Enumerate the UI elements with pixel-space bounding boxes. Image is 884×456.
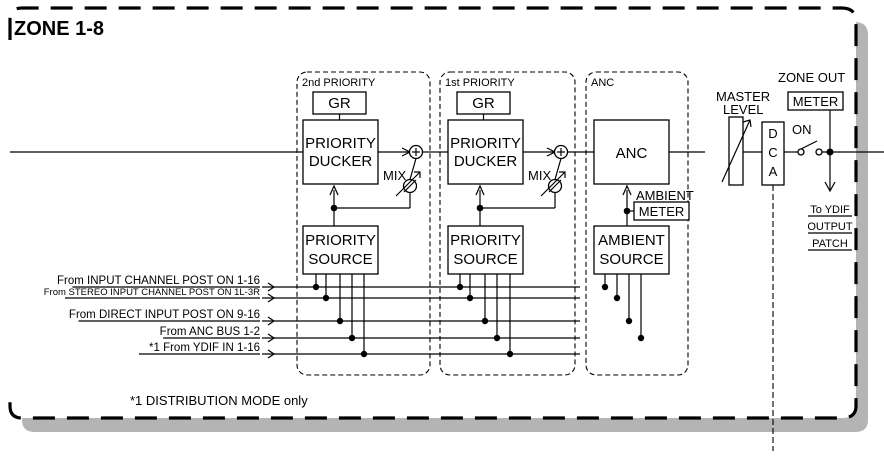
input-arrow-2 xyxy=(267,293,276,303)
dca-label-d: D xyxy=(768,126,777,141)
tap-dot-0-3 xyxy=(348,334,356,342)
gr-label-2nd: GR xyxy=(328,95,351,112)
master-label-b: LEVEL xyxy=(723,102,763,117)
source-label-2nd-a: PRIORITY xyxy=(305,232,376,249)
input-label-2: From STEREO INPUT CHANNEL POST ON 1L-3R xyxy=(44,287,260,298)
tap-dot-0-1 xyxy=(322,294,330,302)
dca-label-c: C xyxy=(768,145,777,160)
group-2nd-priority xyxy=(296,71,431,376)
ducker-label-1st-a: PRIORITY xyxy=(450,135,521,152)
footnote: *1 DISTRIBUTION MODE only xyxy=(130,393,308,408)
on-switch-label: ON xyxy=(792,122,812,137)
priority-source-1st xyxy=(447,225,524,275)
mix-label-2nd: MIX xyxy=(383,168,406,183)
input-label-3: From DIRECT INPUT POST ON 9-16 xyxy=(69,309,260,321)
tap-dot-1-3 xyxy=(493,334,501,342)
ambient-source-box xyxy=(593,225,670,275)
master-label-a: MASTER xyxy=(716,89,770,104)
group-1st-priority xyxy=(439,71,576,376)
dca-label-a: A xyxy=(769,164,778,179)
input-label-4: From ANC BUS 1-2 xyxy=(160,326,260,338)
tap-dot-1-0 xyxy=(456,283,464,291)
tap-dot-2-2 xyxy=(625,317,633,325)
patch-label-b: OUTPUT xyxy=(807,221,853,233)
tap-dot-2-3 xyxy=(637,334,645,342)
ducker-label-2nd-b: DUCKER xyxy=(309,153,373,170)
on-switch-right xyxy=(815,148,823,156)
input-label-5: *1 From YDIF IN 1-16 xyxy=(149,342,260,354)
priority-ducker-1st xyxy=(447,119,524,185)
priority-source-2nd xyxy=(302,225,379,275)
input-arrow-3 xyxy=(267,316,276,326)
tap-dot-0-4 xyxy=(360,350,368,358)
tap-dot-0-2 xyxy=(336,317,344,325)
tap-dot-2-1 xyxy=(613,294,621,302)
tap-dot-1-2 xyxy=(481,317,489,325)
group-anc-label: ANC xyxy=(591,77,614,89)
tap-dot-2-0 xyxy=(601,283,609,291)
input-arrow-4 xyxy=(267,333,276,343)
priority-ducker-2nd xyxy=(302,119,379,185)
tap-dot-1-4 xyxy=(506,350,514,358)
tap-dot-1-1 xyxy=(466,294,474,302)
ducker-label-1st-b: DUCKER xyxy=(454,153,518,170)
zone-out-label: ZONE OUT xyxy=(778,70,845,85)
zone-frame xyxy=(8,6,858,420)
input-arrow-5 xyxy=(267,349,276,359)
source-label-1st-b: SOURCE xyxy=(453,251,517,268)
anc-label: ANC xyxy=(616,145,648,162)
patch-label-a: To YDIF xyxy=(810,204,850,216)
on-switch-left xyxy=(797,148,805,156)
group-2nd-priority-label: 2nd PRIORITY xyxy=(302,77,376,89)
ambient-source-label-b: SOURCE xyxy=(599,251,663,268)
group-anc xyxy=(585,71,689,376)
input-label-1: From INPUT CHANNEL POST ON 1-16 xyxy=(57,275,260,287)
ambient-label: AMBIENT xyxy=(636,188,694,203)
group-1st-priority-label: 1st PRIORITY xyxy=(445,77,515,89)
zone-title: ZONE 1-8 xyxy=(14,18,104,40)
tap-dot-0-0 xyxy=(312,283,320,291)
ambient-meter-label: METER xyxy=(639,204,685,219)
ducker-label-2nd-a: PRIORITY xyxy=(305,135,376,152)
source-label-2nd-b: SOURCE xyxy=(308,251,372,268)
input-arrow-1 xyxy=(267,282,276,292)
ambient-source-label-a: AMBIENT xyxy=(598,232,665,249)
patch-label-c: PATCH xyxy=(812,238,848,250)
zone-out-meter-box xyxy=(787,91,844,111)
zone-out-meter-label: METER xyxy=(793,94,839,109)
mix-label-1st: MIX xyxy=(528,168,551,183)
gr-label-1st: GR xyxy=(472,95,495,112)
source-label-1st-a: PRIORITY xyxy=(450,232,521,249)
